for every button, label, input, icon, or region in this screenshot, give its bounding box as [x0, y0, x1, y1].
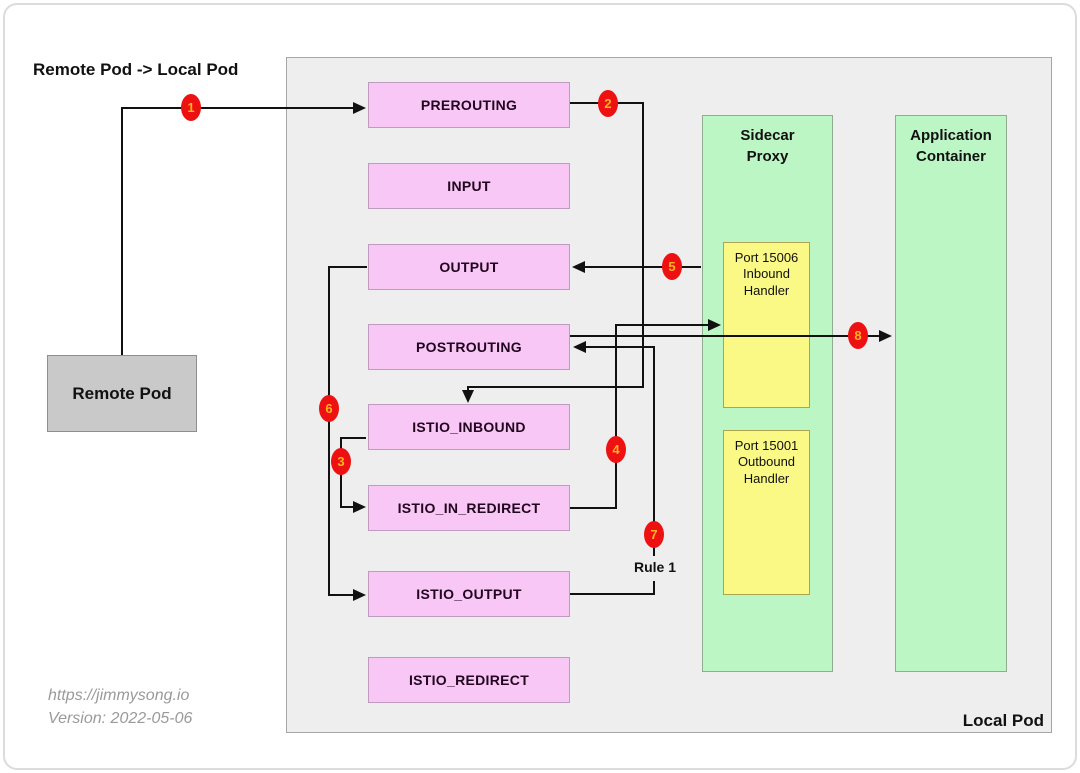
outbound-handler-box: Port 15001 Outbound Handler [723, 430, 810, 595]
chain-box-postrouting: POSTROUTING [368, 324, 570, 370]
remote-pod-box: Remote Pod [47, 355, 197, 432]
step-badge-7: 7 [644, 521, 664, 548]
chain-box-prerouting: PREROUTING [368, 82, 570, 128]
sidecar-proxy-title: Sidecar Proxy [740, 127, 795, 165]
step-badge-6: 6 [319, 395, 339, 422]
inbound-handler-box: Port 15006 Inbound Handler [723, 242, 810, 408]
chain-box-istio-redirect: ISTIO_REDIRECT [368, 657, 570, 703]
step-badge-8: 8 [848, 322, 868, 349]
step-badge-1: 1 [181, 94, 201, 121]
application-container-box: Application Container [895, 115, 1007, 672]
chain-box-istio-in-redirect: ISTIO_IN_REDIRECT [368, 485, 570, 531]
chain-box-istio-output: ISTIO_OUTPUT [368, 571, 570, 617]
footer-version: Version: 2022-05-06 [48, 710, 193, 727]
chain-box-output: OUTPUT [368, 244, 570, 290]
application-container-title: Application Container [910, 127, 992, 165]
chain-box-input: INPUT [368, 163, 570, 209]
step-badge-5: 5 [662, 253, 682, 280]
step-badge-3: 3 [331, 448, 351, 475]
footer-credit: https://jimmysong.io Version: 2022-05-06 [48, 684, 192, 730]
footer-url: https://jimmysong.io [48, 687, 190, 704]
step-badge-2: 2 [598, 90, 618, 117]
local-pod-label: Local Pod [962, 711, 1044, 730]
rule-1-label: Rule 1 [633, 559, 676, 575]
chain-box-istio-inbound: ISTIO_INBOUND [368, 404, 570, 450]
diagram-title: Remote Pod -> Local Pod [33, 60, 239, 79]
step-badge-4: 4 [606, 436, 626, 463]
